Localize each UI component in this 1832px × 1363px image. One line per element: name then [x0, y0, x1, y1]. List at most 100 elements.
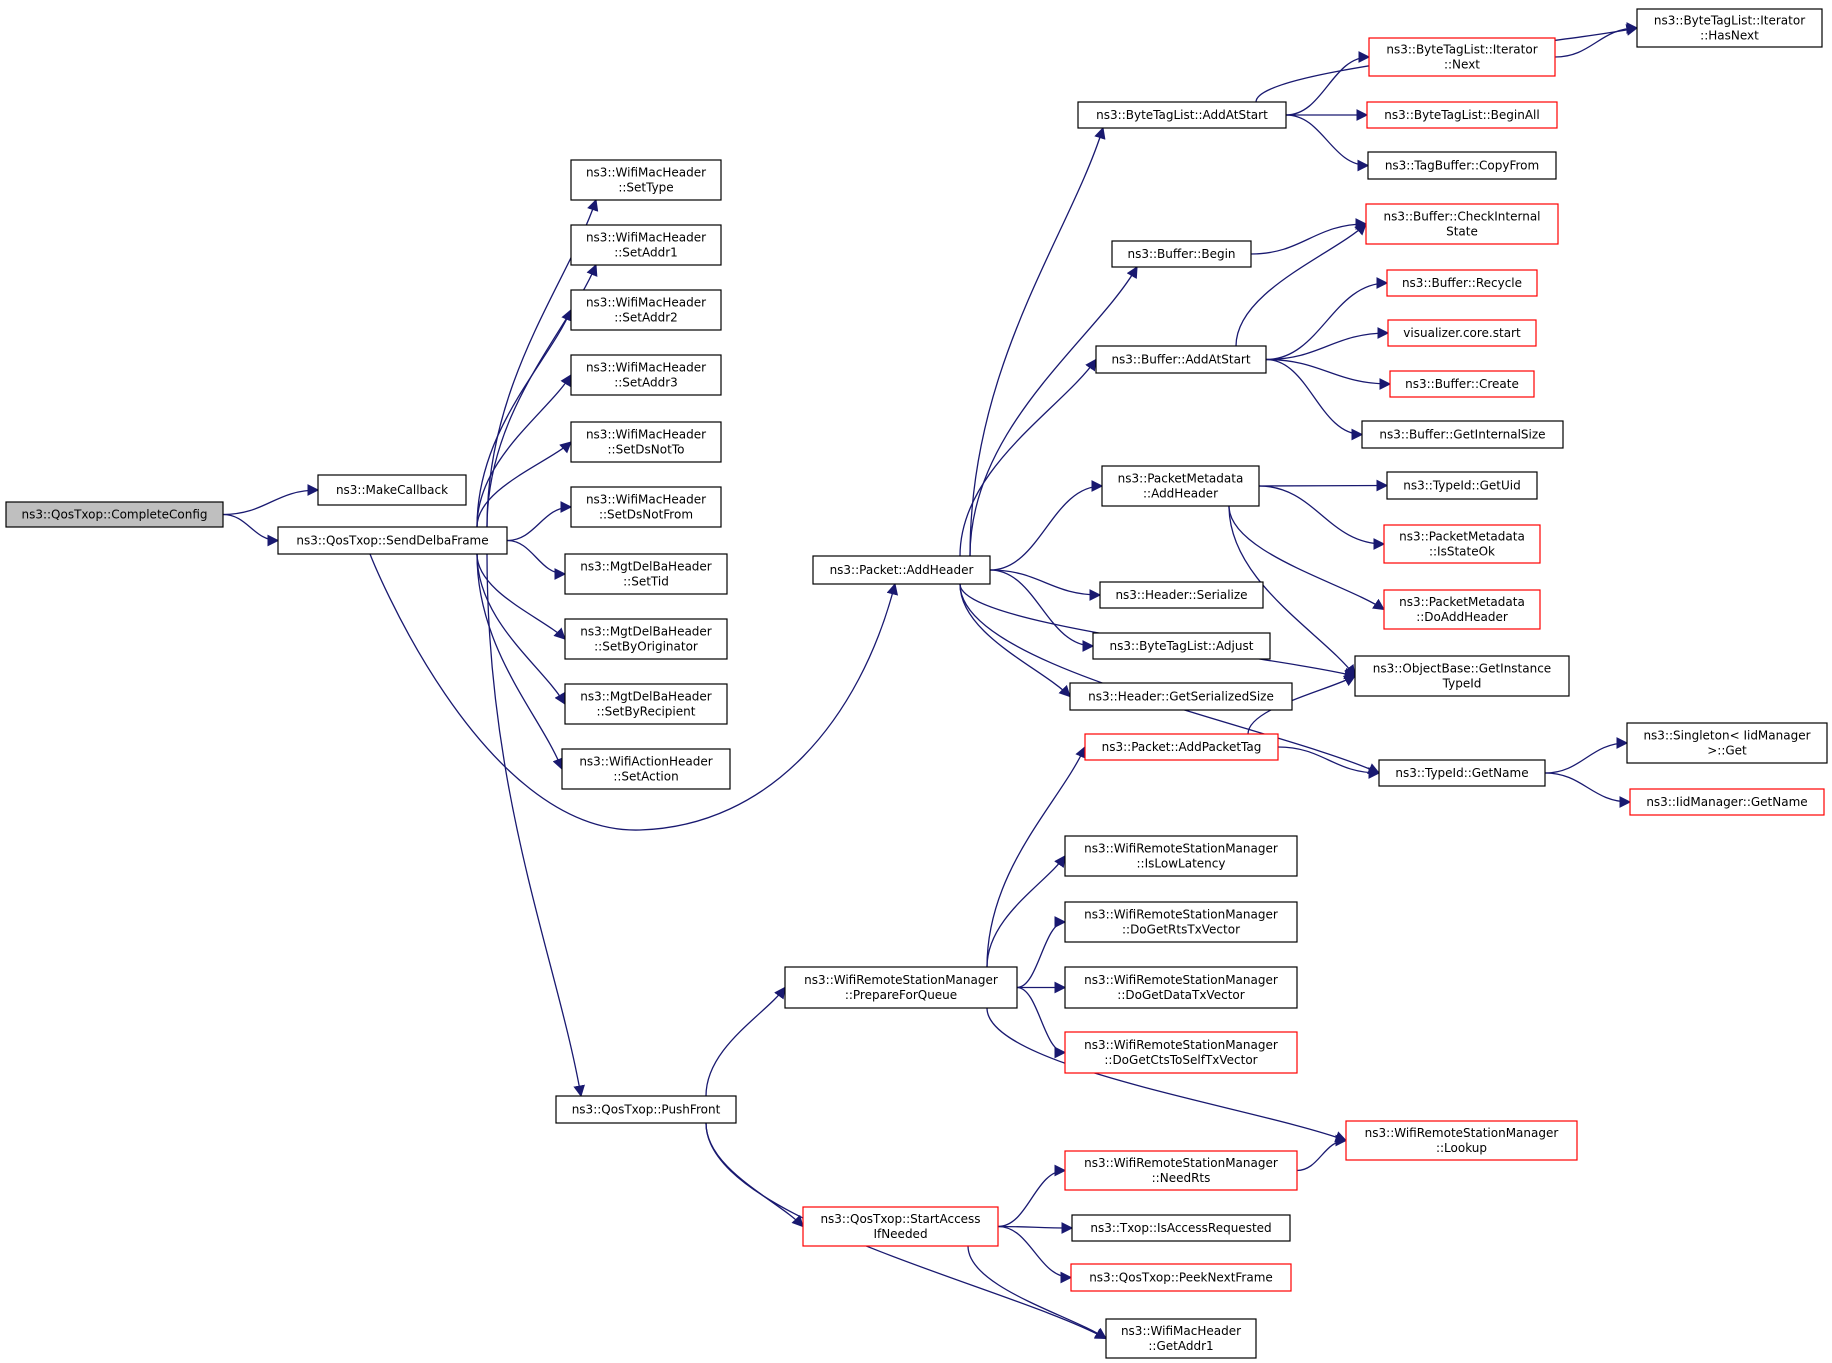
- node-box: [564, 618, 728, 660]
- edge-qos_startaccess-to-wrsm_needrts: [997, 1164, 1067, 1228]
- node-box: [1071, 1214, 1291, 1242]
- edge-wrsm_prepareforqueue-to-packet_addpackettag: [986, 745, 1087, 968]
- edge-complete_config-to-make_callback: [222, 484, 320, 516]
- node-label: ns3::Buffer::Create: [1405, 377, 1519, 391]
- node-delba-settid[interactable]: ns3::MgtDelBaHeader::SetTid: [564, 553, 728, 595]
- edge-buffer_addatstart-to-buffer_create: [1265, 358, 1392, 390]
- node-wrsm-islowlatency[interactable]: ns3::WifiRemoteStationManager::IsLowLate…: [1064, 835, 1298, 877]
- node-box: [1636, 8, 1823, 48]
- node-box: [1365, 203, 1559, 245]
- node-label: ns3::Packet::AddHeader: [830, 563, 974, 577]
- node-buffer-getinternalsize[interactable]: ns3::Buffer::GetInternalSize: [1361, 420, 1564, 449]
- node-wmh-getaddr1[interactable]: ns3::WifiMacHeader::GetAddr1: [1105, 1318, 1257, 1359]
- node-wmh-setaddr3[interactable]: ns3::WifiMacHeader::SetAddr3: [570, 354, 722, 396]
- edge-btl_addatstart-to-btl_iter_next: [1285, 51, 1371, 116]
- edge-pm_addheader-to-pm_isstateok: [1258, 485, 1386, 550]
- node-packet-addheader[interactable]: ns3::Packet::AddHeader: [812, 555, 991, 585]
- node-wrsm-needrts[interactable]: ns3::WifiRemoteStationManager::NeedRts: [1064, 1150, 1298, 1191]
- node-wrsm-dogetctstoselftxvector[interactable]: ns3::WifiRemoteStationManager::DoGetCtsT…: [1064, 1031, 1298, 1074]
- node-box: [1084, 733, 1279, 761]
- node-label: ns3::WifiMacHeader: [586, 166, 706, 180]
- node-box: [1105, 1318, 1257, 1359]
- node-header-getserializedsize[interactable]: ns3::Header::GetSerializedSize: [1069, 682, 1293, 711]
- node-box: [784, 966, 1018, 1009]
- node-buffer-recycle[interactable]: ns3::Buffer::Recycle: [1386, 269, 1538, 297]
- node-action-setaction[interactable]: ns3::WifiActionHeader::SetAction: [561, 748, 731, 790]
- node-label: ::GetAddr1: [1148, 1339, 1213, 1353]
- node-viz-core-start[interactable]: visualizer.core.start: [1387, 319, 1537, 347]
- node-btl-beginall[interactable]: ns3::ByteTagList::BeginAll: [1366, 101, 1558, 129]
- node-label: ns3::WifiMacHeader: [586, 493, 706, 507]
- node-wrsm-lookup[interactable]: ns3::WifiRemoteStationManager::Lookup: [1345, 1120, 1578, 1161]
- node-qos-peeknextframe[interactable]: ns3::QosTxop::PeekNextFrame: [1070, 1263, 1292, 1292]
- node-buffer-begin[interactable]: ns3::Buffer::Begin: [1111, 240, 1252, 268]
- edge-send_delba-to-packet_addheader: [369, 553, 899, 831]
- node-box: [277, 526, 508, 555]
- node-singleton-get[interactable]: ns3::Singleton< IidManager>::Get: [1626, 722, 1828, 764]
- node-label: ::SetAddr3: [614, 376, 678, 390]
- node-wrsm-prepareforqueue[interactable]: ns3::WifiRemoteStationManager::PrepareFo…: [784, 966, 1018, 1009]
- node-label: ns3::WifiRemoteStationManager: [1365, 1126, 1559, 1140]
- node-label: >::Get: [1707, 744, 1747, 758]
- node-box: [1069, 682, 1293, 711]
- node-complete-config[interactable]: ns3::QosTxop::CompleteConfig: [5, 501, 224, 528]
- edge-send_delba-to-delba_setbyrecip: [476, 553, 566, 706]
- node-btl-addatstart[interactable]: ns3::ByteTagList::AddAtStart: [1077, 101, 1287, 129]
- node-label: ns3::PacketMetadata: [1399, 595, 1525, 609]
- node-typeid-getname[interactable]: ns3::TypeId::GetName: [1378, 759, 1546, 787]
- node-label: ns3::QosTxop::PeekNextFrame: [1089, 1271, 1273, 1285]
- node-txop-isaccessrequested[interactable]: ns3::Txop::IsAccessRequested: [1071, 1214, 1291, 1242]
- node-label: ns3::WifiMacHeader: [586, 231, 706, 245]
- node-pm-isstateok[interactable]: ns3::PacketMetadata::IsStateOk: [1383, 524, 1541, 564]
- node-packet-addpackettag[interactable]: ns3::Packet::AddPacketTag: [1084, 733, 1279, 761]
- node-wrsm-dogetdatatxvector[interactable]: ns3::WifiRemoteStationManager::DoGetData…: [1064, 966, 1298, 1009]
- node-btl-iter-next[interactable]: ns3::ByteTagList::Iterator::Next: [1368, 37, 1556, 77]
- node-label: ns3::IidManager::GetName: [1646, 795, 1807, 809]
- node-buffer-create[interactable]: ns3::Buffer::Create: [1389, 370, 1535, 398]
- node-make-callback[interactable]: ns3::MakeCallback: [317, 474, 467, 506]
- node-wrsm-dogetrtstxvector[interactable]: ns3::WifiRemoteStationManager::DoGetRtsT…: [1064, 901, 1298, 943]
- node-wmh-setaddr1[interactable]: ns3::WifiMacHeader::SetAddr1: [570, 224, 722, 266]
- node-delba-setbyorig[interactable]: ns3::MgtDelBaHeader::SetByOriginator: [564, 618, 728, 660]
- node-label: ns3::WifiRemoteStationManager: [1084, 1038, 1278, 1052]
- node-label: ns3::WifiMacHeader: [586, 361, 706, 375]
- node-label: ::Next: [1444, 58, 1480, 72]
- edge-typeid_getname-to-iidmanager_getname: [1544, 772, 1632, 808]
- node-push-front[interactable]: ns3::QosTxop::PushFront: [555, 1095, 737, 1124]
- node-iidmanager-getname[interactable]: ns3::IidManager::GetName: [1629, 788, 1825, 816]
- node-wmh-setdsnotto[interactable]: ns3::WifiMacHeader::SetDsNotTo: [570, 421, 722, 463]
- node-box: [564, 683, 728, 725]
- node-box: [1367, 151, 1557, 180]
- edge-buffer_addatstart-to-buffer_checkinternal: [1235, 223, 1367, 347]
- node-send-delba[interactable]: ns3::QosTxop::SendDelbaFrame: [277, 526, 508, 555]
- node-tagbuffer-copyfrom[interactable]: ns3::TagBuffer::CopyFrom: [1367, 151, 1557, 180]
- edge-buffer_addatstart-to-viz_core_start: [1265, 327, 1390, 361]
- node-pm-doaddheader[interactable]: ns3::PacketMetadata::DoAddHeader: [1383, 589, 1541, 630]
- node-label: ns3::TypeId::GetName: [1395, 766, 1528, 780]
- node-label: ns3::QosTxop::StartAccess: [820, 1212, 980, 1226]
- node-pm-addheader[interactable]: ns3::PacketMetadata::AddHeader: [1101, 465, 1260, 507]
- edge-push_front-to-wmh_getaddr1: [705, 1122, 1108, 1340]
- node-btl-adjust[interactable]: ns3::ByteTagList::Adjust: [1092, 632, 1271, 660]
- node-wmh-settype[interactable]: ns3::WifiMacHeader::SetType: [570, 159, 722, 201]
- node-header-serialize[interactable]: ns3::Header::Serialize: [1099, 581, 1264, 609]
- node-box: [1383, 524, 1541, 564]
- node-typeid-getuid[interactable]: ns3::TypeId::GetUid: [1386, 471, 1538, 500]
- node-label: ns3::ByteTagList::Iterator: [1386, 43, 1537, 57]
- node-wmh-setaddr2[interactable]: ns3::WifiMacHeader::SetAddr2: [570, 289, 722, 331]
- node-delba-setbyrecip[interactable]: ns3::MgtDelBaHeader::SetByRecipient: [564, 683, 728, 725]
- node-buffer-addatstart[interactable]: ns3::Buffer::AddAtStart: [1095, 345, 1267, 374]
- node-label: ::DoAddHeader: [1416, 610, 1508, 624]
- call-edges: [222, 22, 1639, 1340]
- node-box: [1099, 581, 1264, 609]
- node-btl-iter-hasnext[interactable]: ns3::ByteTagList::Iterator::HasNext: [1636, 8, 1823, 48]
- node-box: [1386, 269, 1538, 297]
- node-label: ns3::Header::GetSerializedSize: [1088, 690, 1274, 704]
- node-label: ns3::MgtDelBaHeader: [580, 560, 712, 574]
- node-wmh-setdsnotfrom[interactable]: ns3::WifiMacHeader::SetDsNotFrom: [570, 486, 722, 528]
- node-label: ::PrepareForQueue: [845, 988, 957, 1002]
- node-box: [570, 354, 722, 396]
